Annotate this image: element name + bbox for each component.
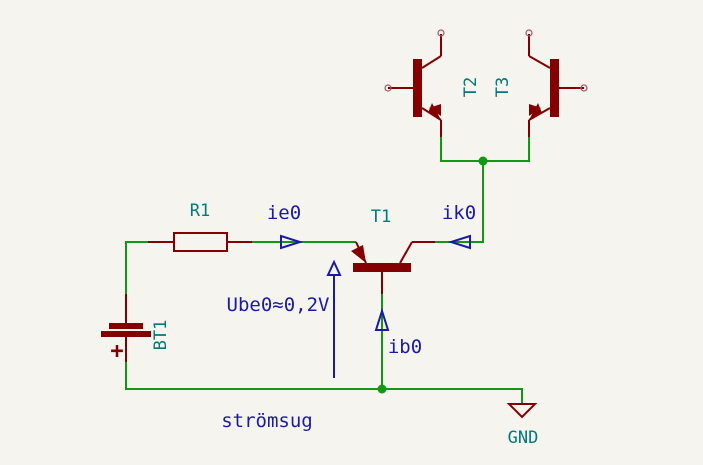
label-stromsug: strömsug [221, 410, 313, 432]
junction-dot-bottom [377, 384, 387, 394]
arrow-ib0 [374, 307, 390, 331]
label-t1: T1 [371, 207, 391, 227]
label-ube0: Ube0≈0,2V [227, 294, 330, 316]
wires [125, 137, 530, 404]
wire-battery-bottom-to-gnd [125, 362, 523, 404]
t2-pin-base [384, 84, 392, 92]
t3-pin-collector [525, 29, 533, 37]
label-ik0: ik0 [442, 202, 476, 224]
label-ib0: ib0 [388, 336, 422, 358]
junction-dot-top [478, 156, 488, 166]
battery-plus-sign: + [110, 339, 123, 364]
label-t2: T2 [461, 77, 481, 97]
transistor-t2[interactable] [388, 34, 442, 137]
ground-symbol[interactable] [506, 403, 538, 419]
resistor-r1[interactable] [148, 232, 252, 252]
transistor-t3[interactable] [528, 34, 584, 137]
t3-pin-base [580, 84, 588, 92]
label-r1: R1 [190, 201, 210, 221]
label-t3: T3 [493, 77, 513, 97]
battery-bt1[interactable] [101, 294, 151, 362]
arrow-ube0 [326, 259, 342, 378]
arrow-ik0 [447, 234, 471, 250]
t2-pin-collector [437, 29, 445, 37]
label-ie0: ie0 [267, 202, 301, 224]
transistor-t1[interactable] [351, 241, 435, 294]
wire-battery-top-to-r1 [125, 241, 148, 294]
arrow-ie0 [280, 234, 304, 250]
label-bt1: BT1 [151, 320, 171, 351]
label-gnd: GND [508, 428, 539, 448]
